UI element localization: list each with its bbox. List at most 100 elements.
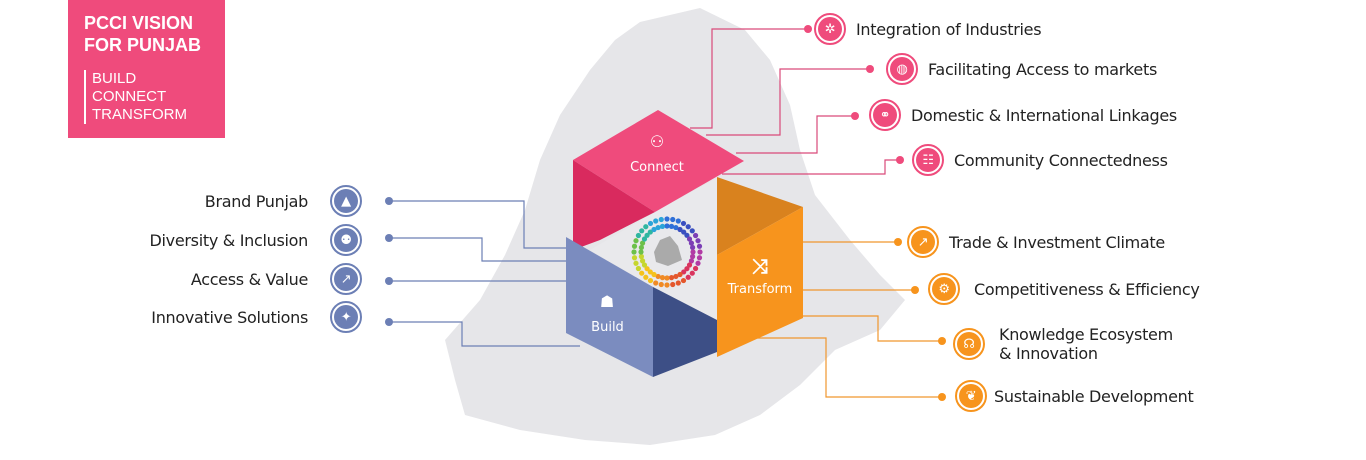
color-dot xyxy=(638,253,644,260)
transform-top-face xyxy=(717,177,803,255)
color-dot xyxy=(631,249,637,255)
color-dot xyxy=(681,269,687,275)
link-icon: ⚭ xyxy=(869,99,901,131)
build-item-diversity: Diversity & Inclusion⚉ xyxy=(60,224,362,256)
color-dot xyxy=(677,226,683,233)
hexagon-center xyxy=(590,178,717,320)
color-dot xyxy=(696,243,703,249)
color-dot xyxy=(697,249,703,255)
color-dot xyxy=(639,228,645,234)
color-dot xyxy=(641,262,648,268)
growth-chart-icon: ↗ xyxy=(907,226,939,258)
transform-item-competitiveness: ⚙ Competitiveness & Efficiency xyxy=(928,273,1200,305)
color-dot xyxy=(658,216,664,223)
shuffle-icon: ⤨ xyxy=(752,254,768,278)
punjab-emblem-icon xyxy=(654,236,682,266)
build-front-face xyxy=(566,237,653,377)
color-dot xyxy=(670,216,676,223)
brain-icon: ☊ xyxy=(953,328,985,360)
color-dot xyxy=(684,266,690,272)
connector-dots xyxy=(385,25,946,401)
item-label: Facilitating Access to markets xyxy=(928,59,1157,79)
build-item-access-value: Access & Value ↗ xyxy=(60,263,362,295)
color-dot xyxy=(677,271,683,278)
color-dot xyxy=(635,232,642,239)
color-dot xyxy=(651,226,657,233)
color-dot xyxy=(664,223,670,229)
transform-front-face xyxy=(717,207,803,357)
item-label: Knowledge Ecosystem & Innovation xyxy=(999,325,1173,363)
color-dot xyxy=(647,277,654,284)
color-dot xyxy=(696,255,703,261)
color-dot xyxy=(681,229,687,235)
connect-label: Connect xyxy=(630,160,684,175)
color-dot xyxy=(653,218,659,224)
item-label: Innovative Solutions xyxy=(151,307,308,327)
people-icon: ⚉ xyxy=(330,224,362,256)
connect-item-community: ☷Community Connectedness xyxy=(912,144,1168,176)
color-dot xyxy=(653,280,659,286)
build-item-innovative: Innovative Solutions ✦ xyxy=(60,301,362,333)
title-line-2: FOR PUNJAB xyxy=(84,35,202,55)
color-dot xyxy=(647,220,654,227)
leaf-icon: ❦ xyxy=(955,380,987,412)
color-dot xyxy=(680,220,687,227)
color-dot xyxy=(641,236,648,242)
community-icon: ☷ xyxy=(912,144,944,176)
color-dot xyxy=(675,280,681,286)
gear-icon: ⚙ xyxy=(928,273,960,305)
team-icon: ☗ xyxy=(599,292,615,311)
build-label: Build xyxy=(591,320,624,335)
color-dot xyxy=(638,249,644,255)
color-dot xyxy=(688,240,695,246)
color-dot xyxy=(644,266,650,272)
pillar-connect: CONNECT xyxy=(92,88,167,105)
item-label: Trade & Investment Climate xyxy=(949,232,1165,252)
pillar-transform: TRANSFORM xyxy=(92,106,187,123)
connect-item-linkages: ⚭ Domestic & International Linkages xyxy=(869,99,1177,131)
color-dot xyxy=(692,232,699,239)
transform-item-sustainable: ❦ Sustainable Development xyxy=(955,380,1194,412)
punjab-map-icon: ▲ xyxy=(330,185,362,217)
color-dot xyxy=(668,275,675,281)
connect-top-face xyxy=(573,110,744,212)
color-dot xyxy=(639,270,645,276)
pillar-build: BUILD xyxy=(92,70,137,87)
color-dot xyxy=(631,243,638,249)
color-dot-ring: (function(){var s=document.currentScript… xyxy=(631,216,703,288)
color-dot xyxy=(639,258,646,264)
transform-label: Transform xyxy=(727,282,793,297)
transform-item-knowledge: ☊ Knowledge Ecosystem & Innovation xyxy=(953,325,1189,363)
color-dot xyxy=(651,271,657,278)
color-dot xyxy=(689,228,695,234)
color-dot xyxy=(690,253,696,260)
color-dot xyxy=(690,249,696,255)
color-dot xyxy=(643,274,649,280)
color-dot xyxy=(695,260,701,266)
color-dot xyxy=(658,281,664,288)
connect-item-integration: ✲Integration of Industries xyxy=(814,13,1042,45)
network-people-icon: ⚇ xyxy=(649,132,665,151)
color-dot xyxy=(643,224,649,230)
color-dot xyxy=(675,218,681,224)
color-dot xyxy=(673,224,679,231)
color-dot xyxy=(685,224,691,230)
item-label: Access & Value xyxy=(190,269,308,289)
title-line-1: PCCI VISION xyxy=(84,13,194,33)
color-dot xyxy=(631,255,638,261)
connect-side-face xyxy=(573,160,655,250)
chart-icon: ↗ xyxy=(330,263,362,295)
item-label: Competitiveness & Efficiency xyxy=(974,279,1200,299)
connector-lines xyxy=(389,28,942,398)
color-dot xyxy=(647,229,653,235)
pillars-list: BUILD CONNECT TRANSFORM xyxy=(84,70,225,124)
connect-item-markets: ◍Facilitating Access to markets xyxy=(886,53,1157,85)
item-label: Sustainable Development xyxy=(994,386,1194,406)
idea-icon: ✦ xyxy=(330,301,362,333)
color-dot xyxy=(664,282,670,288)
color-dot xyxy=(664,275,670,281)
color-dot xyxy=(670,281,676,288)
build-item-brand-punjab: Brand Punjab▲ xyxy=(60,185,362,217)
item-label: Domestic & International Linkages xyxy=(911,105,1177,125)
